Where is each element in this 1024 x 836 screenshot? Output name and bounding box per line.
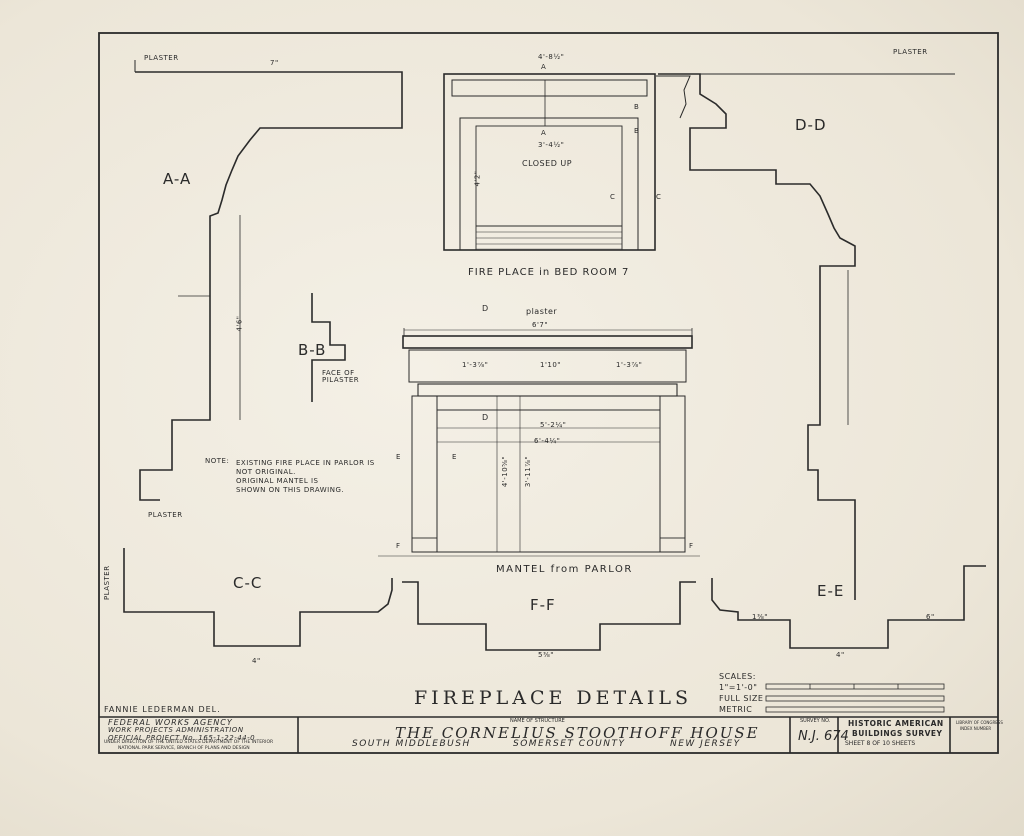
plaster-label: PLASTER <box>144 54 179 62</box>
section-marker: C <box>656 193 662 201</box>
scale-bars <box>765 683 945 713</box>
section-ee-label: E-E <box>817 582 845 600</box>
plaster-label: PLASTER <box>148 511 183 519</box>
section-marker: B <box>634 103 640 111</box>
plaster-label: PLASTER <box>893 48 928 56</box>
location-state: NEW JERSEY <box>670 739 741 749</box>
section-dd-profile <box>658 73 856 600</box>
section-marker: E <box>452 453 457 461</box>
habs-line: HISTORIC AMERICAN <box>848 719 944 728</box>
section-marker: F <box>689 542 694 550</box>
location-county: SOMERSET COUNTY <box>513 739 626 749</box>
section-cc-label: C-C <box>233 574 263 592</box>
section-marker: B <box>634 127 640 135</box>
drawing-title: FIREPLACE DETAILS <box>414 687 693 709</box>
direction-line: UNDER DIRECTION OF THE UNITED STATES DEP… <box>104 740 274 745</box>
delineator: FANNIE LEDERMAN DEL. <box>104 705 221 714</box>
sheet-number: SHEET 8 OF 10 SHEETS <box>845 740 916 747</box>
dimension-label: 1'-3⅞" <box>616 361 643 369</box>
dimension-label: 6'-4¼" <box>534 437 561 445</box>
scale-label: 1"=1'-0" <box>719 683 758 692</box>
section-marker: F <box>396 542 401 550</box>
dimension-label: 3'-4½" <box>538 141 565 149</box>
dimension-label: 4" <box>252 657 261 665</box>
section-marker: A <box>541 63 547 71</box>
project-number: OFFICIAL PROJECT No. 165-1-22-44-0 <box>108 734 256 742</box>
scale-label: FULL SIZE <box>719 694 764 703</box>
name-of-structure-label: NAME OF STRUCTURE <box>510 718 565 724</box>
agency-program: WORK PROJECTS ADMINISTRATION <box>108 726 244 734</box>
section-aa-profile <box>135 71 403 501</box>
scale-label: METRIC <box>719 705 753 714</box>
section-ee-profile <box>711 565 986 649</box>
habs-line: BUILDINGS SURVEY <box>852 729 943 738</box>
mantel-caption: MANTEL from PARLOR <box>496 564 633 575</box>
dimension-label: 3'-11⅞" <box>524 455 533 488</box>
section-dd-label: D-D <box>795 116 827 134</box>
section-marker: D <box>482 304 489 313</box>
bedroom-fireplace-caption: FIRE PLACE in BED ROOM 7 <box>468 267 630 278</box>
direction-line: NATIONAL PARK SERVICE, BRANCH OF PLANS A… <box>118 746 250 751</box>
dimension-label: 4'6" <box>235 315 244 332</box>
loc-label: LIBRARY OF CONGRESS <box>956 720 1003 725</box>
dimension-label: 6" <box>926 613 935 621</box>
section-ff-profile <box>402 581 696 651</box>
dimension-label: 5'-2¼" <box>540 421 567 429</box>
section-aa-label: A-A <box>163 170 192 188</box>
dimension-label: 1'10" <box>540 361 562 369</box>
section-ff-label: F-F <box>530 596 556 614</box>
agency-name: FEDERAL WORKS AGENCY <box>108 718 233 727</box>
mantel-shelf <box>402 335 693 349</box>
section-cc-profile <box>123 548 393 647</box>
note-heading: NOTE: <box>205 457 230 465</box>
plaster-label: PLASTER <box>103 565 111 600</box>
section-bb-label: B-B <box>298 341 327 359</box>
dimension-label: 1'-3⅞" <box>462 361 489 369</box>
section-marker: C <box>610 193 616 201</box>
dimension-label: 4'-10⅝" <box>501 455 510 488</box>
note-line: EXISTING FIRE PLACE IN PARLOR IS <box>236 459 375 467</box>
dimension-label: 4'2" <box>473 170 482 187</box>
structure-name: THE CORNELIUS STOOTHOFF HOUSE <box>395 724 760 742</box>
dimension-label: 5⅜" <box>538 651 554 659</box>
section-marker: A <box>541 129 547 137</box>
section-marker: E <box>396 453 401 461</box>
scales-heading: SCALES: <box>719 672 756 681</box>
dimension-label: 4" <box>836 651 845 659</box>
plaster-label: plaster <box>526 307 558 316</box>
survey-number: N.J. 674 <box>798 729 849 744</box>
location-town: SOUTH MIDDLEBUSH <box>352 739 471 749</box>
note-line: NOT ORIGINAL. <box>236 468 296 476</box>
note-line: SHOWN ON THIS DRAWING. <box>236 486 345 494</box>
dimension-label: 4'-8½" <box>538 53 565 61</box>
note-line: ORIGINAL MANTEL IS <box>236 477 319 485</box>
closed-up-label: CLOSED UP <box>522 159 573 168</box>
face-of-pilaster-label: FACE OF PILASTER <box>322 369 360 384</box>
dimension-label: 7" <box>270 59 279 67</box>
dimension-label: 6'7" <box>532 321 549 329</box>
dimension-label: 1⅜" <box>752 613 768 621</box>
loc-label: INDEX NUMBER <box>960 726 992 731</box>
survey-number-label: SURVEY NO. <box>800 718 831 724</box>
section-marker: D <box>482 413 489 422</box>
section-bb-profile <box>311 293 346 402</box>
